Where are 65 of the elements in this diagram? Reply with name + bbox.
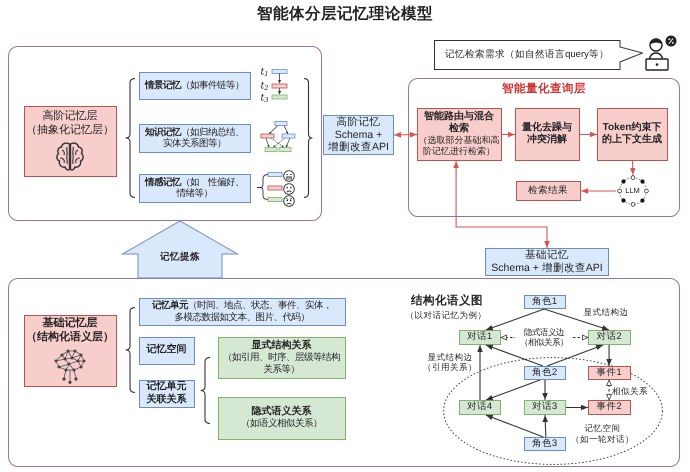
- panel: [8, 278, 680, 467]
- relation-box: 显式结构关系 （如引用、时序、层级等结构关系等）: [218, 336, 346, 378]
- graph-subtitle: （以对话记忆为例）: [406, 310, 486, 320]
- double-arrow: [394, 132, 418, 138]
- api-box: 基础记忆 Schema + 增删改查API: [485, 248, 609, 276]
- arrow: [581, 188, 616, 194]
- layer-box: [24, 314, 116, 386]
- memory-type-box: 知识记忆（如归纳总结、实体关系图等）: [138, 124, 250, 152]
- arrow: [544, 308, 610, 331]
- graph-node: 角色2: [524, 366, 566, 380]
- arrow: [486, 379, 540, 401]
- relation-box: 隐式语义关系 （如语义相似关系）: [218, 396, 346, 440]
- memory-element-box: 记忆空间: [138, 336, 194, 364]
- api-box: 高阶记忆 Schema + 增删改查API: [323, 115, 394, 155]
- graph-node: 对话3: [524, 400, 566, 414]
- panel: [8, 46, 322, 221]
- process-box: 量化去躁与冲突消解: [514, 108, 580, 160]
- process-box: Token约束下的上下文生成: [596, 108, 668, 160]
- arrow: [606, 345, 612, 366]
- edge-label: 相似关系: [612, 386, 648, 396]
- group-label: （如一轮对话）: [571, 434, 634, 444]
- arrow: [502, 132, 515, 138]
- layer-subtitle: （结构化语义层）: [26, 330, 114, 344]
- panel: [408, 78, 680, 217]
- title: 智能体分层记忆理论模型: [257, 6, 433, 24]
- memory-element-box: 记忆单元关联关系: [138, 380, 194, 408]
- time-label: t$_{2}$: [260, 80, 269, 92]
- memory-type-box: 情景记忆（如事件链等）: [138, 72, 250, 100]
- graph-node: 对话4: [458, 400, 500, 414]
- time-label: t$_{1}$: [260, 66, 269, 78]
- layer-subtitle: （抽象化记忆层）: [26, 124, 114, 138]
- dashed-double-arrow: [606, 380, 612, 400]
- graph-node: 角色3: [524, 436, 566, 450]
- arrow: [630, 160, 636, 176]
- edge-label: 隐式语义边（相似关系）: [515, 328, 573, 348]
- arrow: [580, 132, 597, 138]
- arrow: [486, 308, 544, 331]
- graph-title: 结构化语义图: [411, 295, 483, 309]
- edge-label: 记忆提炼: [160, 251, 200, 263]
- arrow: [542, 380, 548, 400]
- group-label: 记忆空间: [584, 422, 620, 433]
- result-box: 检索结果: [516, 180, 580, 200]
- arrow: [542, 414, 548, 438]
- arrow: [566, 404, 588, 410]
- graph-node: 对话1: [458, 330, 500, 344]
- double-arrow: [453, 161, 550, 248]
- graph-node: 事件2: [588, 400, 630, 414]
- layer-box: [24, 106, 116, 176]
- block-arrow: [120, 220, 240, 278]
- edge-label: 显式结构边: [584, 306, 628, 318]
- layer-title: 基础记忆层: [42, 316, 98, 330]
- graph-node: 角色1: [524, 294, 566, 308]
- arrow: [486, 344, 544, 367]
- graph-node: 对话2: [588, 330, 630, 344]
- arrow: [546, 344, 604, 367]
- graph-node: 事件1: [588, 366, 630, 380]
- memory-type-box: 情感记忆（如 性偏好、情绪等）: [138, 174, 250, 202]
- process-box: 智能路由与混合检索 （选取部分基础和高阶记忆进行检索）: [416, 108, 502, 160]
- speech-bubble: 记忆检索需求（如自然语言query等）: [434, 40, 643, 70]
- layer-title: 高阶记忆层: [42, 110, 98, 124]
- panel-title: 智能量化查询层: [502, 83, 586, 97]
- time-label: t$_{3}$: [260, 92, 269, 104]
- memory-element-box: 记忆单元（时间、地点、状态、事件、实体，多模态数据如文本、图片、代码）: [138, 298, 346, 326]
- arrow: [486, 414, 544, 438]
- arrow: [477, 345, 483, 400]
